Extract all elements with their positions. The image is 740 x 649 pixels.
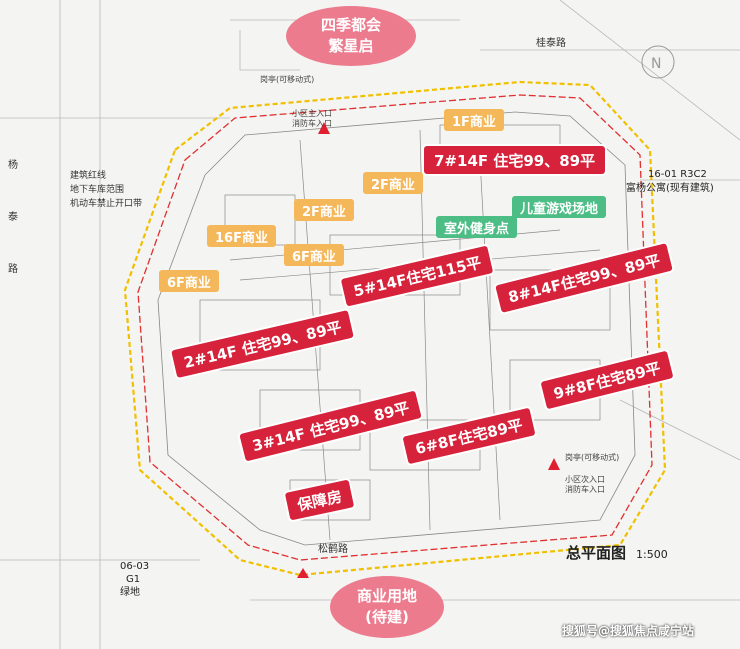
plan-title: 总平面图 1:500: [566, 542, 668, 563]
tag-2f-commercial-a: 2F商业: [363, 172, 423, 194]
east-neighbor-name: 富杨公寓(现有建筑): [626, 183, 714, 194]
legend-garage: 地下车库范围: [70, 185, 125, 195]
pavilion-south-label: 岗亭(可移动式): [565, 453, 620, 462]
top-bubble: 四季都会 繁星启: [286, 6, 416, 66]
top-bubble-line2: 繁星启: [328, 37, 374, 55]
road-north-label: 桂泰路: [536, 38, 566, 49]
svg-text:N: N: [651, 56, 661, 72]
tag-2f-commercial-b: 2F商业: [294, 199, 354, 221]
west-neighbor-code: 06-03: [120, 561, 150, 572]
tag-6f-commercial-b: 6F商业: [159, 270, 219, 292]
east-neighbor-code: 16-01 R3C2: [648, 169, 707, 180]
bottom-bubble-line2: (待建): [365, 608, 409, 626]
legend-no-opening: 机动车禁止开口带: [70, 199, 143, 209]
tag-fitness: 室外健身点: [436, 216, 518, 238]
west-neighbor-code2: G1: [126, 574, 141, 585]
south-fire-label: 消防车入口: [565, 485, 605, 494]
north-entrance-label: 小区主入口: [292, 109, 332, 118]
tag-6f-commercial-a: 6F商业: [284, 244, 344, 266]
top-bubble-line1: 四季都会: [320, 16, 381, 34]
road-south-label: 松鹤路: [318, 544, 348, 555]
plan-scale: 1:500: [636, 548, 668, 561]
pavilion-north-label: 岗亭(可移动式): [260, 75, 315, 84]
watermark: 搜狐号@搜狐焦点咸宁站: [562, 624, 695, 638]
plan-title-main: 总平面图: [566, 544, 627, 562]
west-neighbor-name: 绿地: [120, 587, 140, 598]
bottom-bubble-line1: 商业用地: [356, 587, 417, 605]
tag-building-7: 7#14F 住宅99、89平: [424, 146, 606, 174]
legend-red-line: 建筑红线: [70, 171, 107, 181]
north-fire-label: 消防车入口: [292, 119, 332, 128]
road-west-label: 杨泰路: [8, 160, 18, 275]
tag-16f-commercial: 16F商业: [207, 225, 276, 247]
bottom-bubble: 商业用地 (待建): [330, 576, 444, 638]
south-entrance-label: 小区次入口: [565, 475, 605, 484]
tag-1f-commercial: 1F商业: [444, 109, 504, 131]
tag-playground: 儿童游戏场地: [512, 196, 607, 218]
